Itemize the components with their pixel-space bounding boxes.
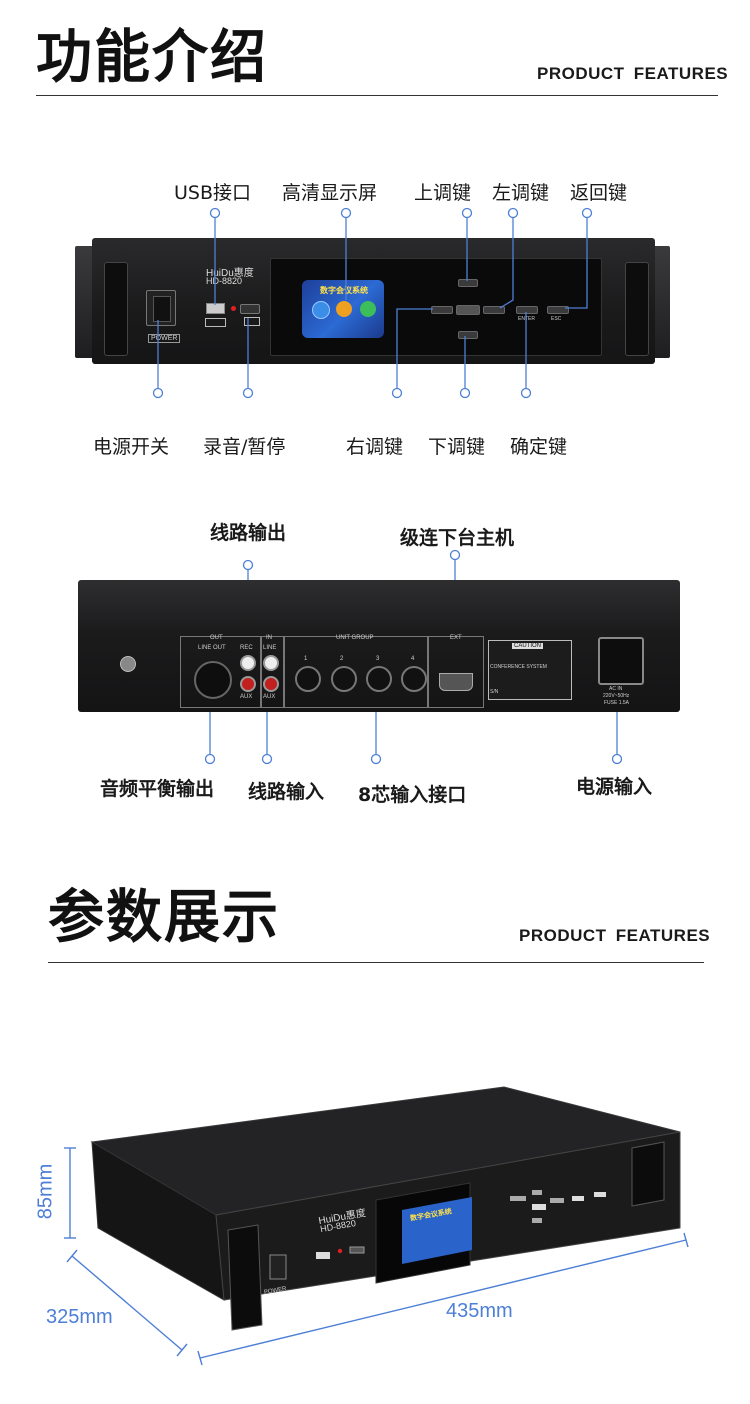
unit-number-1: 1 bbox=[304, 656, 308, 662]
aux-label-1: AUX bbox=[240, 694, 253, 700]
din-8pin-input-2[interactable] bbox=[331, 666, 357, 692]
ext-label: EXT bbox=[450, 635, 462, 641]
power-label: POWER bbox=[148, 334, 181, 343]
esc-label: ESC bbox=[551, 316, 562, 322]
serial-number-label: S/N bbox=[490, 689, 499, 695]
select-key[interactable] bbox=[456, 305, 480, 315]
line-in-label: LINE bbox=[263, 645, 277, 651]
enter-key[interactable] bbox=[516, 306, 538, 314]
play-pause-icon bbox=[244, 317, 260, 326]
brand-name: HuiDu惠度 bbox=[206, 268, 254, 279]
section1-subtitle: PRODUCT FEATURES bbox=[537, 64, 729, 83]
aux-label-2: AUX bbox=[263, 694, 276, 700]
screen-icon-3 bbox=[360, 301, 376, 317]
ac-rating-label: 220V~50Hz bbox=[603, 693, 630, 699]
rca-line-out-white[interactable] bbox=[240, 655, 256, 671]
front-left-handle bbox=[104, 262, 128, 356]
esc-key[interactable] bbox=[547, 306, 569, 314]
unit-group-label: UNIT GROUP bbox=[336, 635, 374, 641]
label-down-key: 下调键 bbox=[428, 436, 486, 458]
label-right-key: 右调键 bbox=[346, 436, 404, 458]
din-8pin-input-1[interactable] bbox=[295, 666, 321, 692]
down-key[interactable] bbox=[458, 331, 478, 339]
rca-line-in-red[interactable] bbox=[263, 676, 279, 692]
label-power-switch: 电源开关 bbox=[93, 436, 170, 458]
label-up-key: 上调键 bbox=[414, 182, 472, 204]
up-key[interactable] bbox=[458, 279, 478, 287]
unit-number-2: 2 bbox=[340, 656, 344, 662]
left-key-btn[interactable] bbox=[431, 306, 453, 314]
power-switch[interactable] bbox=[146, 290, 176, 326]
section2-subtitle: PRODUCT FEATURES bbox=[519, 926, 711, 945]
right-key-btn[interactable] bbox=[483, 306, 505, 314]
out-group-frame bbox=[180, 636, 262, 708]
label-balanced-output: 音频平衡输出 bbox=[100, 778, 215, 800]
label-cascade-host: 级连下台主机 bbox=[400, 527, 515, 549]
label-hd-screen: 高清显示屏 bbox=[282, 182, 378, 204]
label-confirm-key: 确定键 bbox=[510, 436, 568, 458]
front-right-handle bbox=[625, 262, 649, 356]
unit-number-3: 3 bbox=[376, 656, 380, 662]
dimension-width: 435mm bbox=[446, 1300, 513, 1322]
section1-divider bbox=[36, 95, 718, 96]
din-8pin-input-3[interactable] bbox=[366, 666, 392, 692]
model-name: HD-8820 bbox=[206, 276, 243, 286]
label-line-input: 线路输入 bbox=[248, 781, 325, 803]
rec-label: REC bbox=[240, 645, 253, 651]
section1-title: 功能介绍 bbox=[36, 24, 268, 91]
rec-led bbox=[231, 306, 236, 311]
unit-number-4: 4 bbox=[411, 656, 415, 662]
usb-icon bbox=[205, 318, 226, 327]
section2-divider bbox=[48, 962, 704, 963]
rca-line-in-white[interactable] bbox=[263, 655, 279, 671]
label-line-output: 线路输出 bbox=[210, 522, 287, 544]
fuse-label: FUSE 1.5A bbox=[604, 700, 630, 706]
section2-title: 参数展示 bbox=[48, 884, 280, 951]
label-record-pause: 录音/暂停 bbox=[203, 436, 286, 458]
ac-power-inlet[interactable] bbox=[598, 637, 644, 685]
in-group-frame bbox=[260, 636, 284, 708]
din-8pin-input-4[interactable] bbox=[401, 666, 427, 692]
ext-frame bbox=[428, 636, 484, 708]
label-8pin-input: 8芯输入接口 bbox=[358, 784, 467, 806]
dimension-height: 85mm bbox=[34, 1163, 57, 1220]
rca-line-out-red[interactable] bbox=[240, 676, 256, 692]
label-usb-port: USB接口 bbox=[174, 182, 252, 204]
record-pause-button[interactable] bbox=[240, 304, 260, 314]
xlr-balanced-output[interactable] bbox=[194, 661, 232, 699]
ac-in-label: AC IN bbox=[609, 686, 623, 692]
screen-title: 数字会议系统 bbox=[320, 286, 368, 295]
out-group-label: OUT bbox=[210, 635, 223, 641]
dimension-depth: 325mm bbox=[46, 1306, 113, 1328]
caution-label-plate bbox=[488, 640, 572, 700]
line-out-label: LINE OUT bbox=[198, 645, 226, 651]
cascade-db9-port[interactable] bbox=[439, 673, 473, 691]
screen-icon-2 bbox=[336, 301, 352, 317]
rear-ground-screw bbox=[120, 656, 136, 672]
caution-text: CAUTION bbox=[512, 643, 543, 649]
in-group-label: IN bbox=[266, 635, 272, 641]
screen-icon-1 bbox=[312, 301, 330, 319]
conference-system-text: CONFERENCE SYSTEM bbox=[490, 664, 547, 670]
label-power-input: 电源输入 bbox=[576, 776, 653, 798]
label-back-key: 返回键 bbox=[570, 182, 628, 204]
unit-group-frame bbox=[284, 636, 428, 708]
label-left-key: 左调键 bbox=[492, 182, 550, 204]
